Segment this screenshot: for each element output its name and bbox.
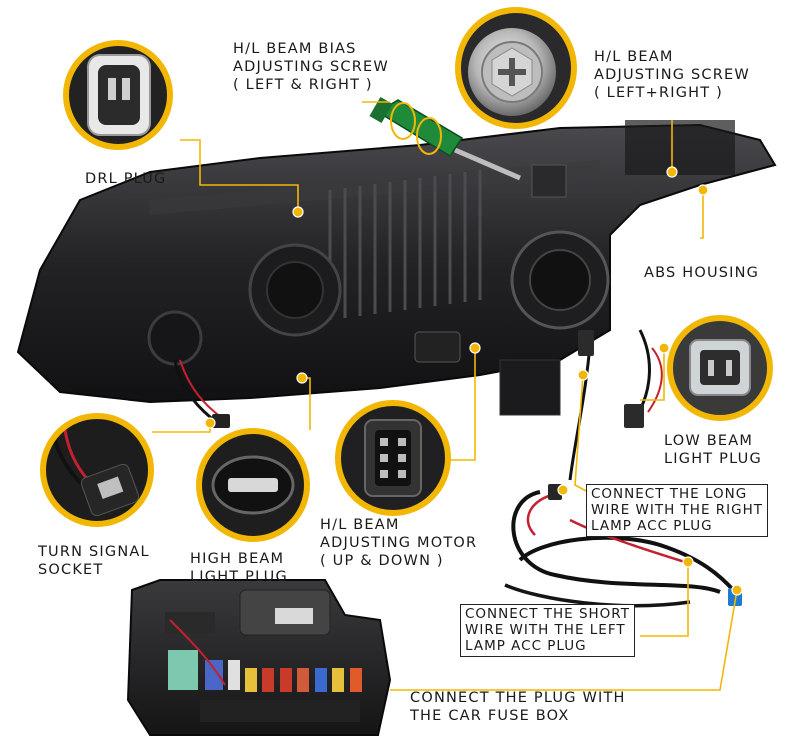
label-line: ( UP & DOWN ) <box>320 553 444 569</box>
callout-dots <box>204 166 743 596</box>
label-line: DRL PLUG <box>85 171 167 187</box>
label-line: ( LEFT+RIGHT ) <box>594 85 724 101</box>
headlight-housing <box>16 120 777 416</box>
label-line: CONNECT THE SHORT <box>465 606 630 622</box>
high-beam-plug-detail <box>196 428 310 542</box>
label-line: LOW BEAM <box>664 433 754 449</box>
label-adjusting-screw: H/L BEAM ADJUSTING SCREW ( LEFT+RIGHT ) <box>594 48 750 102</box>
label-line: CONNECT THE PLUG WITH <box>410 690 626 706</box>
label-line: ( LEFT & RIGHT ) <box>233 77 373 93</box>
label-turn-signal-socket: TURN SIGNAL SOCKET <box>38 543 150 579</box>
label-line: WIRE WITH THE LEFT <box>465 622 626 638</box>
label-line: ADJUSTING SCREW <box>594 67 750 83</box>
adjusting-motor-detail <box>335 400 451 516</box>
label-drl-plug: DRL PLUG <box>85 170 166 188</box>
label-line: H/L BEAM <box>320 517 400 533</box>
callout-lines <box>152 101 738 691</box>
label-line: ADJUSTING MOTOR <box>320 535 478 551</box>
label-high-beam-plug: HIGH BEAM LIGHT PLUG <box>190 550 288 586</box>
label-line: H/L BEAM BIAS <box>233 41 357 57</box>
label-line: CONNECT THE LONG <box>591 486 748 502</box>
label-line: ADJUSTING SCREW <box>233 59 389 75</box>
label-line: WIRE WITH THE RIGHT <box>591 502 763 518</box>
drl-plug-detail <box>63 40 173 150</box>
turn-signal-socket-detail <box>40 413 154 527</box>
screwdriver <box>369 96 521 181</box>
label-line: ABS HOUSING <box>644 265 760 281</box>
label-line: LIGHT PLUG <box>190 569 288 585</box>
label-line: SOCKET <box>38 562 104 578</box>
label-line: H/L BEAM <box>594 49 674 65</box>
label-line: LAMP ACC PLUG <box>591 518 713 534</box>
label-bias-adjusting-screw: H/L BEAM BIAS ADJUSTING SCREW ( LEFT & R… <box>233 40 389 94</box>
label-line: TURN SIGNAL <box>38 544 150 560</box>
fuse-box <box>126 579 392 736</box>
label-line: HIGH BEAM <box>190 551 285 567</box>
label-line: LAMP ACC PLUG <box>465 638 587 654</box>
adjusting-screw-detail <box>455 7 577 129</box>
low-beam-plug-detail <box>667 315 773 421</box>
label-low-beam-plug: LOW BEAM LIGHT PLUG <box>664 432 762 468</box>
label-abs-housing: ABS HOUSING <box>644 264 759 282</box>
label-line: THE CAR FUSE BOX <box>410 708 570 724</box>
label-adjusting-motor: H/L BEAM ADJUSTING MOTOR ( UP & DOWN ) <box>320 516 477 570</box>
label-short-wire: CONNECT THE SHORT WIRE WITH THE LEFT LAM… <box>460 604 635 657</box>
label-long-wire: CONNECT THE LONG WIRE WITH THE RIGHT LAM… <box>586 484 768 537</box>
label-line: LIGHT PLUG <box>664 451 762 467</box>
label-fuse-box: CONNECT THE PLUG WITH THE CAR FUSE BOX <box>410 689 626 725</box>
